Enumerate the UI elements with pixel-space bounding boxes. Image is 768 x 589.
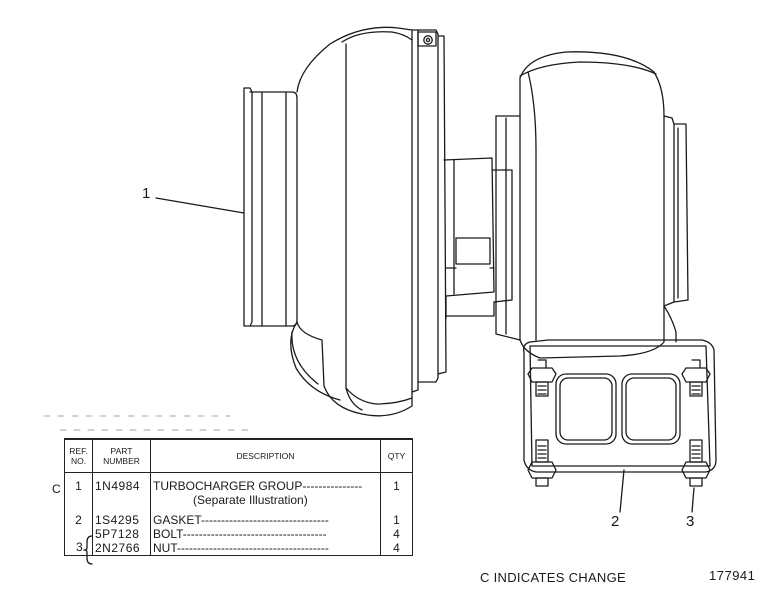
bolt-bottom-right bbox=[681, 439, 711, 487]
turbine-housing bbox=[495, 51, 689, 359]
bolt-bottom-left bbox=[527, 439, 557, 487]
flange-bolts bbox=[527, 359, 711, 487]
ref-no-header: REF. NO. bbox=[64, 438, 93, 473]
table-row: 2 1S4295 GASKET-------------------------… bbox=[64, 513, 413, 527]
table-row: 2N2766 NUT------------------------------… bbox=[64, 541, 413, 556]
part-number-cell: 2N2766 bbox=[92, 541, 151, 556]
compressor-housing bbox=[296, 26, 413, 417]
qty-cell: 4 bbox=[380, 527, 413, 541]
description-cell: GASKET-------------------------------- bbox=[150, 513, 381, 527]
bolt-top-left bbox=[527, 359, 557, 397]
leader-line-1 bbox=[155, 197, 245, 214]
qty-cell bbox=[380, 493, 413, 507]
ref-cell bbox=[64, 527, 93, 541]
qty-header: QTY bbox=[380, 438, 413, 473]
description-cell: (Separate Illustration) bbox=[150, 493, 381, 507]
bearing-housing bbox=[443, 157, 513, 319]
bolt-top-right bbox=[681, 359, 711, 397]
qty-cell: 4 bbox=[380, 541, 413, 556]
table-row: 5P7128 BOLT-----------------------------… bbox=[64, 527, 413, 541]
description-header: DESCRIPTION bbox=[150, 438, 381, 473]
description-cell: BOLT------------------------------------ bbox=[150, 527, 381, 541]
callout-2: 2 bbox=[611, 513, 620, 530]
part-number-cell: 1N4984 bbox=[92, 479, 151, 493]
qty-cell: 1 bbox=[380, 479, 413, 493]
ref-cell bbox=[64, 493, 93, 507]
change-note: C INDICATES CHANGE bbox=[480, 570, 627, 585]
description-cell: NUT-------------------------------------… bbox=[150, 541, 381, 556]
part-number-cell: 1S4295 bbox=[92, 513, 151, 527]
qty-cell: 1 bbox=[380, 513, 413, 527]
part-number-header: PART NUMBER bbox=[92, 438, 151, 473]
callout-1: 1 bbox=[142, 185, 151, 202]
ref-cell: 1 bbox=[64, 479, 93, 493]
change-mark: C bbox=[52, 482, 61, 496]
table-row: (Separate Illustration) bbox=[64, 493, 413, 507]
callout-3: 3 bbox=[686, 513, 695, 530]
exhaust-port-left bbox=[555, 373, 617, 445]
part-number-cell: 5P7128 bbox=[92, 527, 151, 541]
parts-table: REF. NO. PART NUMBER DESCRIPTION QTY 1 1… bbox=[64, 438, 413, 556]
exhaust-port-right bbox=[621, 373, 681, 445]
center-flange bbox=[411, 29, 447, 393]
leader-line-3 bbox=[691, 487, 695, 513]
ref-cell: 2 bbox=[64, 513, 93, 527]
part-number-cell bbox=[92, 493, 151, 507]
turbine-outlet-flange bbox=[522, 339, 717, 473]
description-cell: TURBOCHARGER GROUP--------------- bbox=[150, 479, 381, 493]
drawing-number: 177941 bbox=[709, 568, 756, 583]
compressor-inlet bbox=[243, 87, 298, 327]
table-header-row: REF. NO. PART NUMBER DESCRIPTION QTY bbox=[64, 438, 413, 473]
ref-cell bbox=[64, 541, 93, 556]
table-row: 1 1N4984 TURBOCHARGER GROUP-------------… bbox=[64, 479, 413, 493]
scan-artifacts bbox=[43, 415, 251, 431]
leader-line-2 bbox=[619, 469, 625, 513]
